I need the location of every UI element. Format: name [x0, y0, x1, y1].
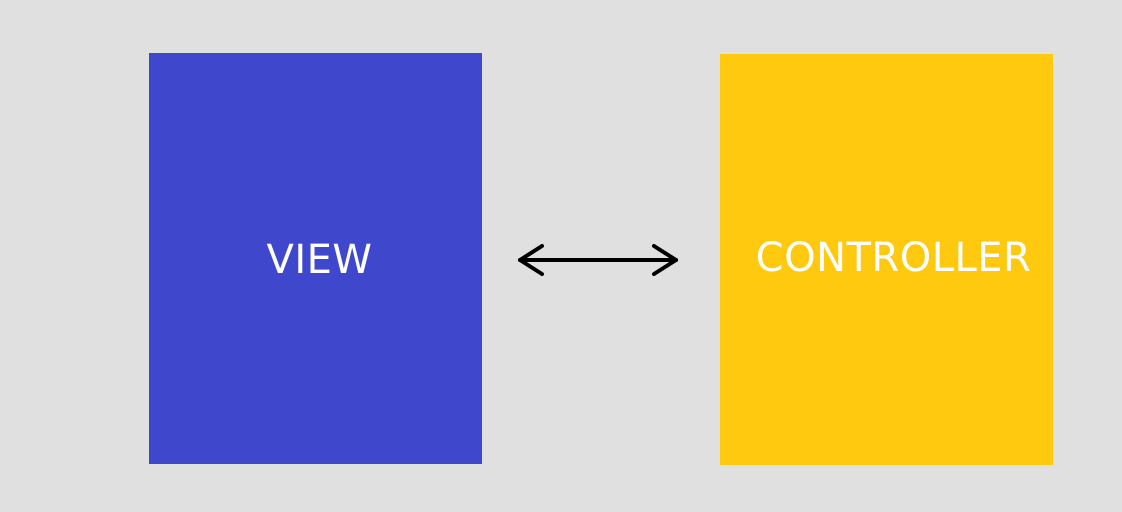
arrow-head-right [652, 244, 678, 276]
view-label: VIEW [266, 236, 373, 283]
controller-label: CONTROLLER [755, 234, 1032, 281]
bidirectional-arrow-icon [518, 244, 678, 276]
controller-box: CONTROLLER [720, 54, 1053, 465]
view-box: VIEW [149, 53, 482, 464]
arrow-head-left [518, 244, 544, 276]
